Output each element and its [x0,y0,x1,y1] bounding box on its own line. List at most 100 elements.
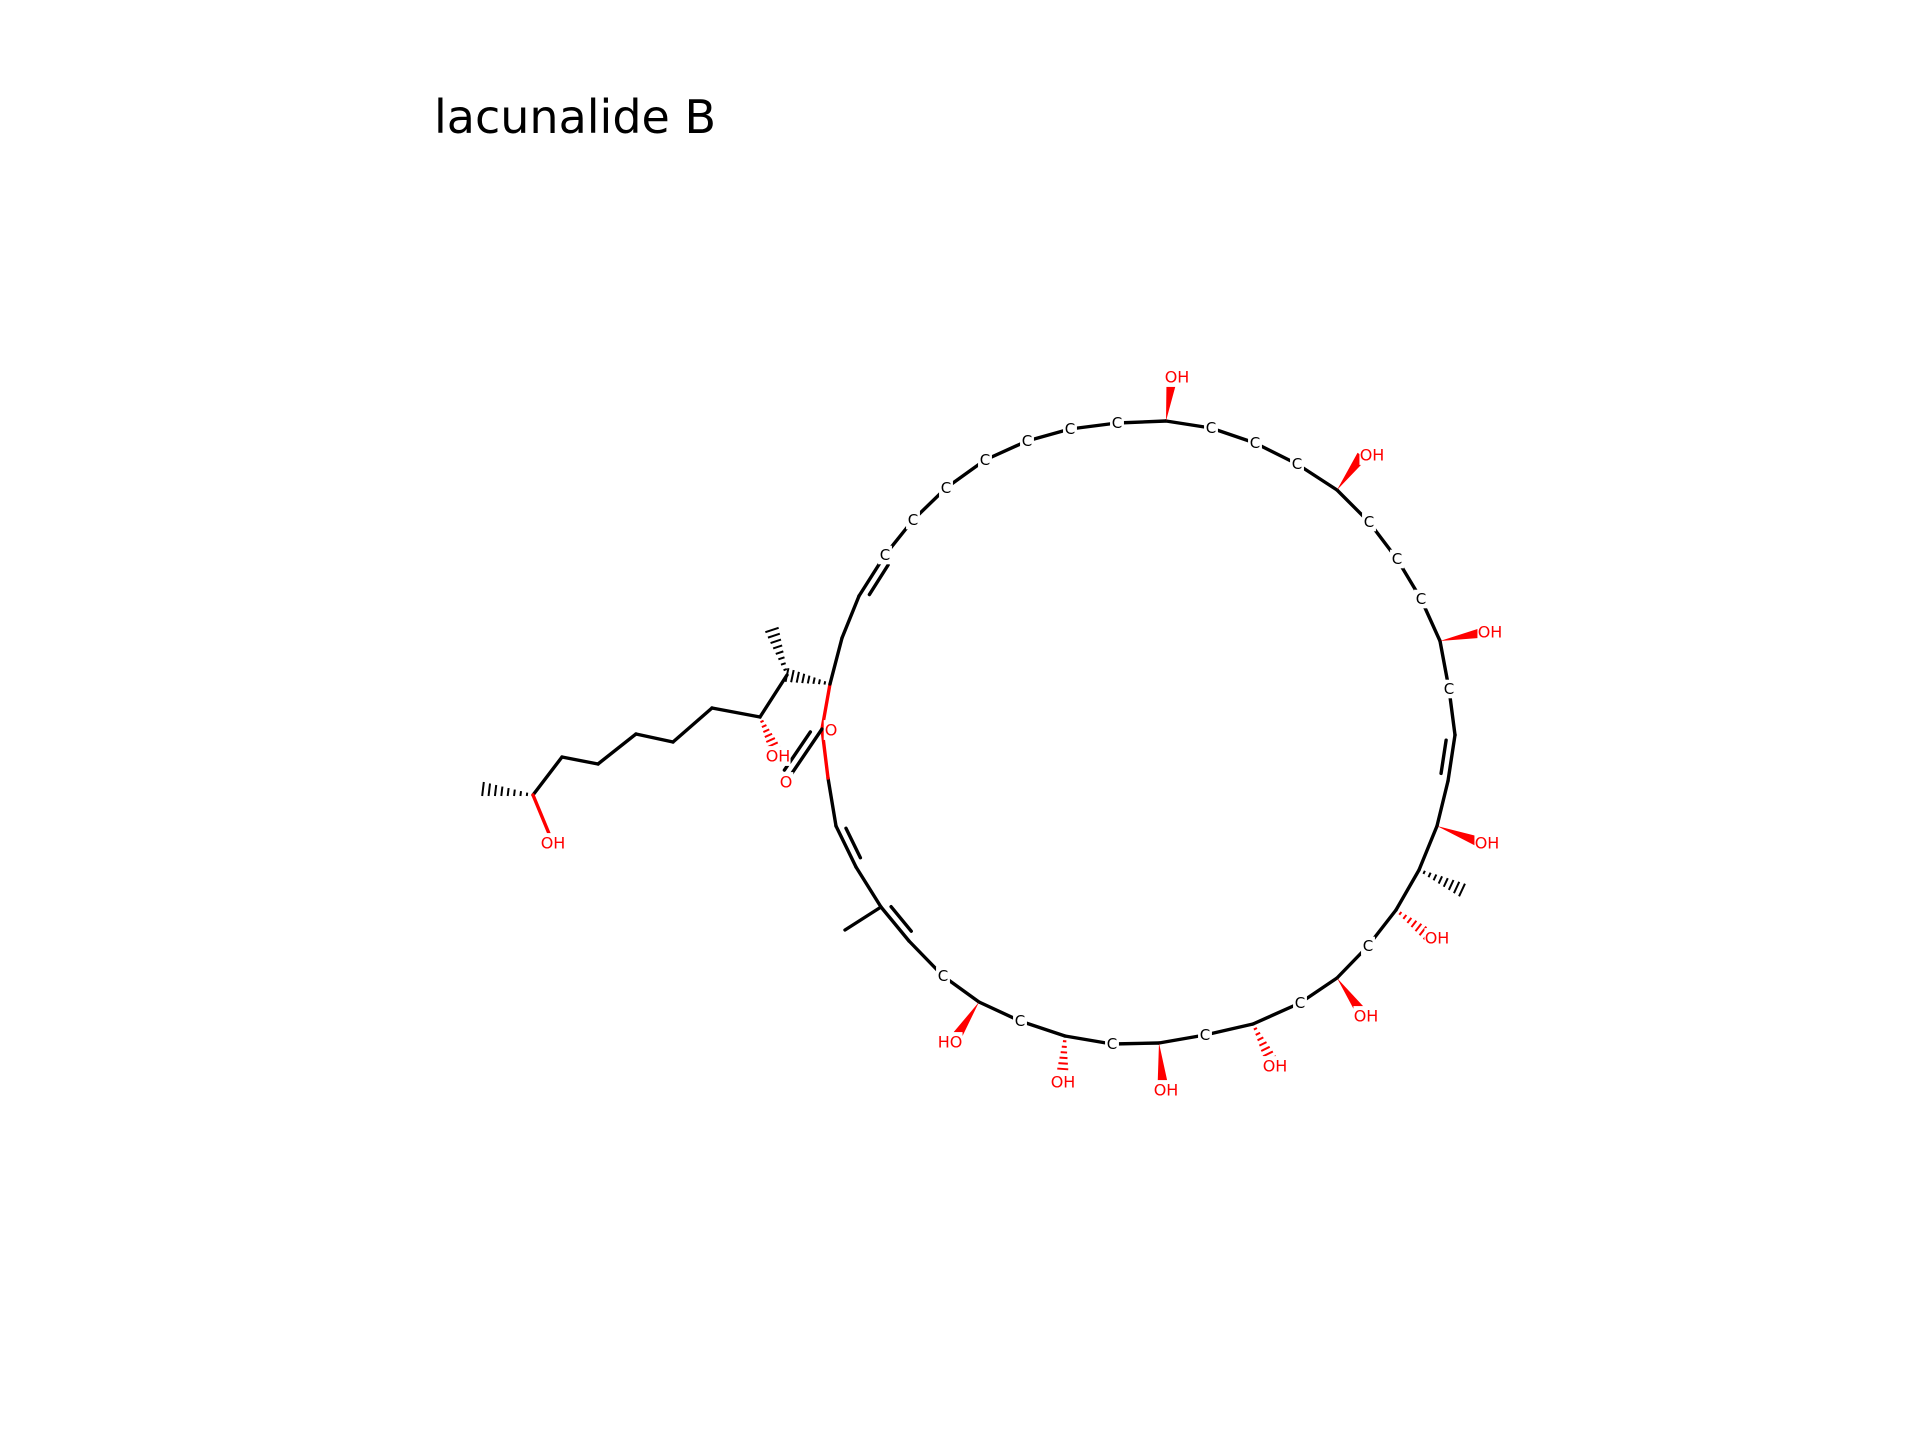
ring-bond [1253,441,1299,466]
methyl-hashed-bond [775,650,784,655]
stereo-hashed-bond [801,673,806,684]
methyl-hashed-bond [519,790,523,797]
oh-hashed-bond [1253,1027,1258,1031]
carbonyl-oxygen-label-backdrop [778,772,794,792]
ring-bond [1203,1022,1255,1037]
carbon-atom-label: C [1364,513,1374,531]
methyl-hashed-bond [1432,874,1438,881]
single-bond [634,732,675,744]
hydroxyl-label-backdrop [540,833,566,853]
carbon-atom-label-backdrop [1204,418,1218,438]
stereo-hashed-bond [812,677,816,685]
carbon-atom-label: C [1022,432,1032,450]
carbon-atom-label: C [1200,1026,1210,1044]
oh-wedge-bond [1437,826,1484,849]
single-bond [758,673,789,719]
hydroxyl-label-backdrop [1050,1072,1076,1092]
hydroxyl-label-backdrop [1424,928,1450,948]
ring-bond [983,439,1029,462]
ring-bond [1251,1001,1302,1026]
oh-hashed-bond [761,724,767,729]
methyl-hashed-bond [1427,872,1432,878]
hydroxyl-label: OH [1051,1073,1076,1092]
methyl-hashed-bond [767,632,781,639]
carbon-atom-label: C [938,967,948,985]
methyl-hashed-bond [481,781,485,797]
oh-wedge-bond [1157,1043,1169,1088]
oh-hashed-bond [1257,1036,1264,1042]
oh-wedge-bond [1166,377,1178,421]
methyl-hashed-bond [783,668,788,672]
methyl-hashed-bond [1447,879,1455,891]
oh-hashed-bond [1398,911,1403,916]
oh-hashed-bond [1255,1031,1261,1036]
ring-oxygen-label-backdrop [823,720,839,740]
ring-bond [854,865,883,909]
methyl-hashed-bond [765,626,779,634]
ring-bond [820,682,832,731]
bond-layer [481,377,1488,1088]
carbon-atom-label-backdrop [1020,431,1034,451]
oh-wedge-bond [1440,626,1488,641]
hydroxyl-label: OH [1478,623,1503,642]
single-bond [710,706,762,719]
oh-hashed-bond [764,732,773,738]
oh-hashed-bond [1258,1041,1267,1047]
methyl-hashed-bond [493,784,498,797]
single-bond [560,755,600,766]
methyl-hashed-bond [1422,870,1426,875]
ring-bond [1018,1019,1067,1038]
hydroxyl-label-backdrop [1153,1080,1179,1100]
oh-hashed-bond [1410,920,1418,928]
oh-wedge-bond [950,1002,979,1042]
hydroxyl-label: OH [1263,1057,1288,1076]
ring-bond [1394,868,1421,912]
hydroxyl-label: OH [1354,1007,1379,1026]
ring-bond [840,594,861,640]
oh-hashed-bond [1418,926,1428,936]
carbon-atom-label-backdrop [1105,1034,1119,1054]
carbon-atom-label-backdrop [906,510,920,530]
methyl-hashed-bond [506,787,510,797]
carbon-atom-label: C [1416,590,1426,608]
carbon-atom-label-backdrop [1110,413,1124,433]
ring-bond [1025,427,1072,443]
hydroxyl-label-backdrop [1474,833,1500,853]
hydroxyl-label-backdrop [1477,622,1503,642]
methyl-hashed-bond [780,662,786,666]
ring-bond [820,727,830,780]
carbon-atom-label-backdrop [1290,454,1304,474]
carbon-atom-label: C [1206,419,1216,437]
hydroxyl-label: OH [1475,834,1500,853]
carbon-atom-label-backdrop [1414,589,1428,609]
methyl-hashed-bond [500,786,504,797]
carbon-atom-label: C [941,479,951,497]
stereo-hashed-bond [795,671,800,683]
carbon-atom-label-backdrop [1063,419,1077,439]
ring-bond [1110,1041,1161,1046]
hydroxyl-label: OH [1165,368,1190,387]
hydroxyl-label: OH [766,747,791,766]
methyl-hashed-bond [1437,875,1443,884]
methyl-hashed-bond [513,789,516,797]
hydroxyl-label: HO [938,1033,963,1052]
hydroxyl-label: OH [1360,446,1385,465]
oh-bond [531,793,552,838]
single-bond [671,706,714,744]
carbon-atom-label: C [1015,1012,1025,1030]
carbon-atom-label-backdrop [1361,936,1375,956]
stereo-hashed-bond [823,681,827,685]
methyl-hashed-bond [487,783,492,797]
hydroxyl-label-backdrop [1262,1056,1288,1076]
hydroxyl-label-backdrop [1164,367,1190,387]
carbon-atom-label-backdrop [1293,993,1307,1013]
ring-double-bond [834,824,858,869]
carbon-atom-label-backdrop [1390,549,1404,569]
oh-hashed-bond [760,719,765,724]
carbonyl-oxygen-label: O [780,773,793,792]
oh-hashed-bond [1260,1045,1271,1052]
hydroxyl-label: OH [1425,929,1450,948]
carbon-atom-label: C [1292,455,1302,473]
